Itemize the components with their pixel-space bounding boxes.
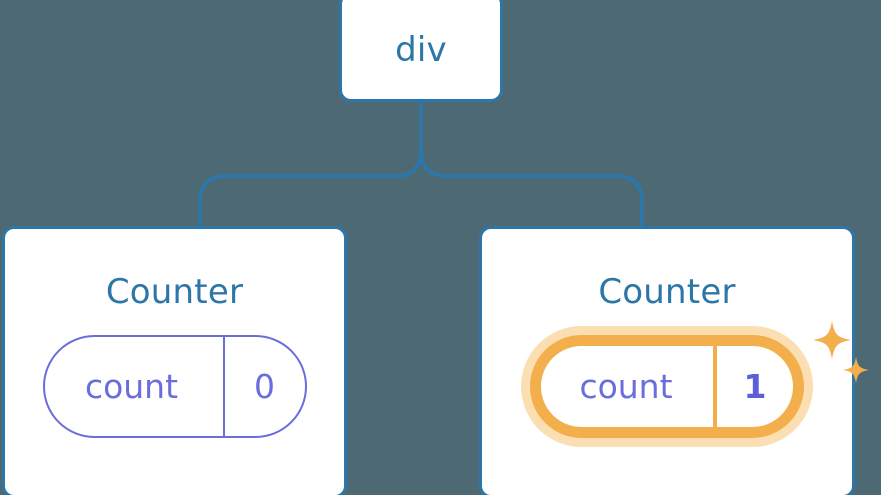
state-key-left: count [84, 367, 179, 406]
state-value-left: 0 [254, 367, 275, 406]
state-pill-right[interactable]: count 1 [530, 335, 804, 438]
sparkle-icon-group [813, 321, 869, 383]
state-key-right: count [579, 367, 673, 406]
connector-trunk-left-curve [393, 148, 423, 178]
sparkle-small-icon [843, 357, 869, 383]
node-counter-right[interactable]: Counter count 1 [479, 226, 869, 495]
state-pill-left[interactable]: count 0 [42, 335, 307, 438]
node-div-label: div [395, 30, 447, 70]
state-value-right: 1 [743, 367, 767, 406]
state-pill-divider-right [713, 346, 717, 427]
state-pill-wrapper-right: count 1 [530, 321, 869, 438]
node-counter-left-label: Counter [105, 272, 244, 312]
connector-branch-right [445, 174, 644, 230]
connector-branch-left [198, 174, 397, 230]
node-counter-left[interactable]: Counter count 0 [2, 226, 347, 495]
node-counter-right-label: Counter [598, 272, 736, 312]
connector-trunk-right-curve [419, 100, 449, 178]
node-div[interactable]: div [339, 0, 503, 102]
state-pill-wrapper-left: count 0 [42, 335, 307, 438]
sparkle-large-icon [813, 321, 851, 359]
state-pill-divider-left [222, 337, 225, 436]
